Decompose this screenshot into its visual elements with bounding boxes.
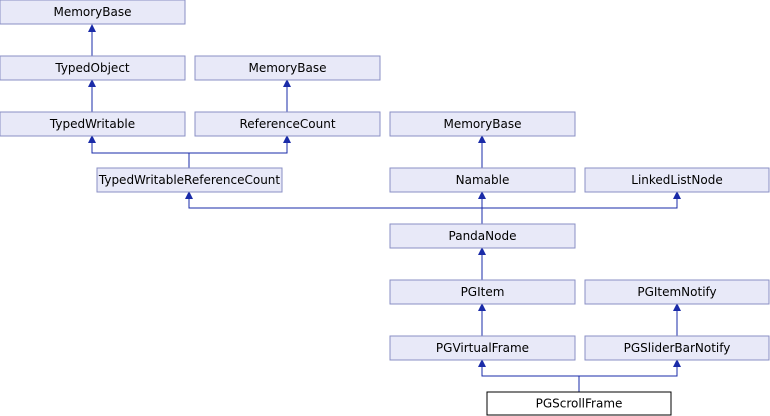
node-typedwritablereferencecount[interactable]: TypedWritableReferenceCount <box>96 167 283 193</box>
node-label: TypedObject <box>54 61 130 75</box>
node-pandanode[interactable]: PandaNode <box>389 223 576 249</box>
node-label: Namable <box>456 173 510 187</box>
node-pgscrollframe: PGScrollFrame <box>486 391 672 416</box>
edge-pandanode-to-linkedlistnode <box>481 191 681 224</box>
node-pgsliderbarnotify[interactable]: PGSliderBarNotify <box>584 335 770 361</box>
node-linkedlistnode[interactable]: LinkedListNode <box>584 167 770 193</box>
node-typedobject[interactable]: TypedObject <box>0 55 186 81</box>
node-label: MemoryBase <box>53 5 131 19</box>
edge-pandanode-to-twrc <box>185 191 483 224</box>
node-typedwritable[interactable]: TypedWritable <box>0 111 186 137</box>
node-memorybase-2[interactable]: MemoryBase <box>194 55 381 81</box>
node-memorybase-1[interactable]: MemoryBase <box>0 0 186 25</box>
edge-pgscrollframe-to-pgvirtualframe <box>478 359 580 392</box>
node-label: PGItemNotify <box>637 285 716 299</box>
edge-twrc-to-referencecount <box>188 135 291 168</box>
node-pgvirtualframe[interactable]: PGVirtualFrame <box>389 335 576 361</box>
node-label: ReferenceCount <box>239 117 335 131</box>
node-label: MemoryBase <box>443 117 521 131</box>
node-label: TypedWritableReferenceCount <box>98 173 281 187</box>
edges <box>88 24 681 392</box>
edge-pgscrollframe-to-pgsliderbarnotify <box>578 359 681 392</box>
node-pgitemnotify[interactable]: PGItemNotify <box>584 279 770 305</box>
edge-twrc-to-typedwritable <box>88 135 190 168</box>
node-label: PGItem <box>461 285 505 299</box>
node-label: TypedWritable <box>49 117 135 131</box>
node-label: PGVirtualFrame <box>436 341 529 355</box>
node-label: MemoryBase <box>248 61 326 75</box>
node-pgitem[interactable]: PGItem <box>389 279 576 305</box>
node-label: PGScrollFrame <box>536 397 623 411</box>
node-referencecount[interactable]: ReferenceCount <box>194 111 381 137</box>
node-label: PandaNode <box>449 229 517 243</box>
node-label: LinkedListNode <box>631 173 722 187</box>
node-namable[interactable]: Namable <box>389 167 576 193</box>
node-label: PGSliderBarNotify <box>624 341 731 355</box>
node-memorybase-3[interactable]: MemoryBase <box>389 111 576 137</box>
